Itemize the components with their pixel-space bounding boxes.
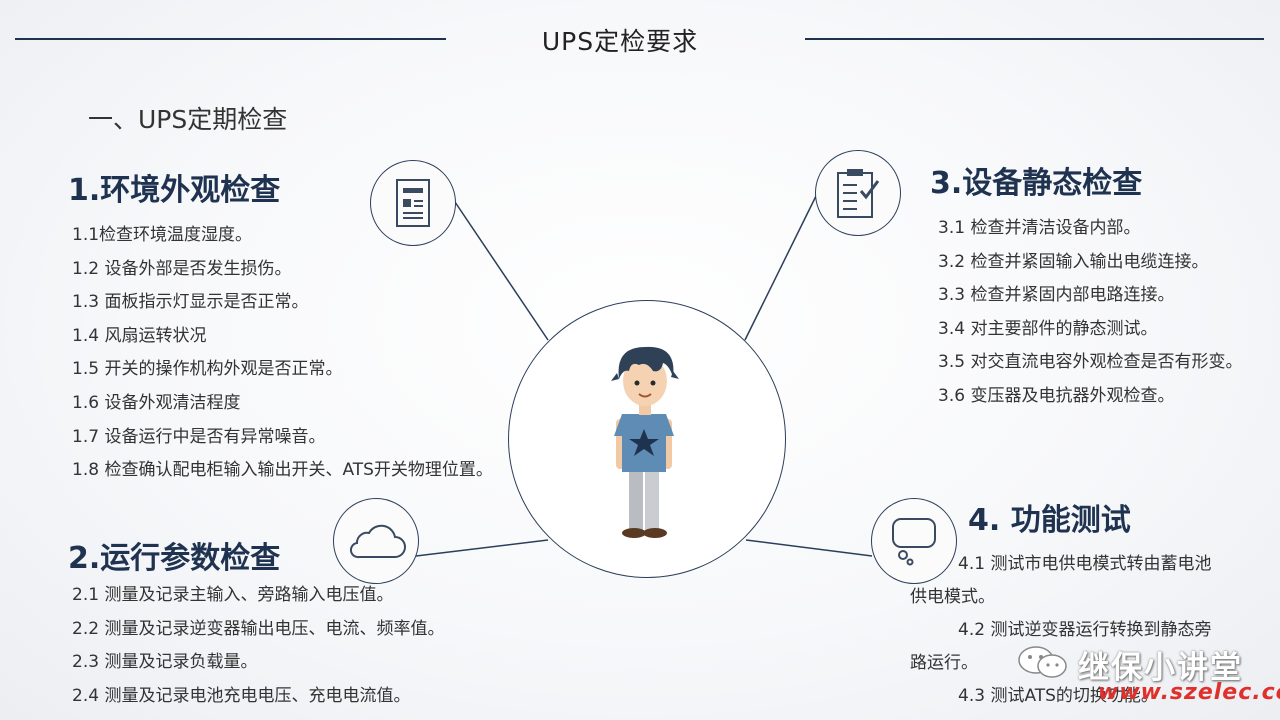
list-item: 1.8 检查确认配电柜输入输出开关、ATS开关物理位置。 (72, 460, 493, 481)
list-item: 3.6 变压器及电抗器外观检查。 (938, 385, 1175, 406)
group-static-list: 3.1 检查并清洁设备内部。 3.2 检查并紧固输入输出电缆连接。 3.3 检查… (938, 212, 1242, 414)
list-item: 路运行。 (910, 653, 978, 673)
list-item: 4.3 测试ATS的切换功能。 (958, 686, 1158, 706)
list-item: 4.2 测试逆变器运行转换到静态旁 (958, 620, 1212, 640)
group-environment-title: 1.环境外观检查 (68, 173, 281, 208)
list-item: 3.1 检查并清洁设备内部。 (938, 218, 1141, 238)
list-item: 2.2 测量及记录逆变器输出电压、电流、频率值。 (72, 618, 445, 639)
watermark-url: www.szelec.cc (1098, 680, 1280, 705)
list-item: 2.1 测量及记录主输入、旁路输入电压值。 (72, 585, 394, 605)
cloud-icon (333, 498, 419, 584)
center-circle (508, 300, 786, 578)
group-environment-list: 1.1检查环境温度湿度。 1.2 设备外部是否发生损伤。 1.3 面板指示灯显示… (72, 219, 493, 488)
title-rule-right (805, 38, 1264, 40)
group-function-title: 4. 功能测试 (968, 503, 1131, 538)
list-item: 1.6 设备外观清洁程度 (72, 392, 241, 413)
list-item: 供电模式。 (910, 587, 995, 607)
list-item: 4.1 测试市电供电模式转由蓄电池 (958, 554, 1212, 574)
list-item: 2.4 测量及记录电池充电电压、充电电流值。 (72, 685, 411, 706)
wechat-icon (1016, 644, 1070, 684)
list-item: 1.1检查环境温度湿度。 (72, 225, 253, 245)
document-icon (370, 160, 456, 246)
section-heading: 一、UPS定期检查 (88, 105, 288, 134)
list-item: 1.3 面板指示灯显示是否正常。 (72, 292, 309, 313)
person-avatar-icon (611, 346, 679, 538)
watermark-name: 继保小讲堂 (1078, 650, 1243, 686)
list-item: 3.4 对主要部件的静态测试。 (938, 318, 1158, 339)
list-item: 1.5 开关的操作机构外观是否正常。 (72, 359, 343, 380)
list-item: 2.3 测量及记录负载量。 (72, 652, 258, 673)
list-item: 3.2 检查并紧固输入输出电缆连接。 (938, 251, 1209, 272)
slide-title: UPS定检要求 (541, 27, 699, 56)
list-item: 1.7 设备运行中是否有异常噪音。 (72, 426, 326, 447)
list-item: 3.5 对交直流电容外观检查是否有形变。 (938, 352, 1243, 373)
group-parameters-list: 2.1 测量及记录主输入、旁路输入电压值。 2.2 测量及记录逆变器输出电压、电… (72, 579, 444, 713)
list-item: 1.4 风扇运转状况 (72, 325, 207, 346)
list-item: 1.2 设备外部是否发生损伤。 (72, 258, 292, 279)
title-rule-left (15, 38, 446, 40)
group-parameters-title: 2.运行参数检查 (68, 541, 281, 576)
group-static-title: 3.设备静态检查 (930, 166, 1143, 201)
clipboard-checklist-icon (815, 150, 901, 236)
list-item: 3.3 检查并紧固内部电路连接。 (938, 285, 1175, 306)
chat-bubble-icon (871, 498, 957, 584)
group-function-list: 4.1 测试市电供电模式转由蓄电池 供电模式。 4.2 测试逆变器运行转换到静态… (910, 548, 1240, 713)
